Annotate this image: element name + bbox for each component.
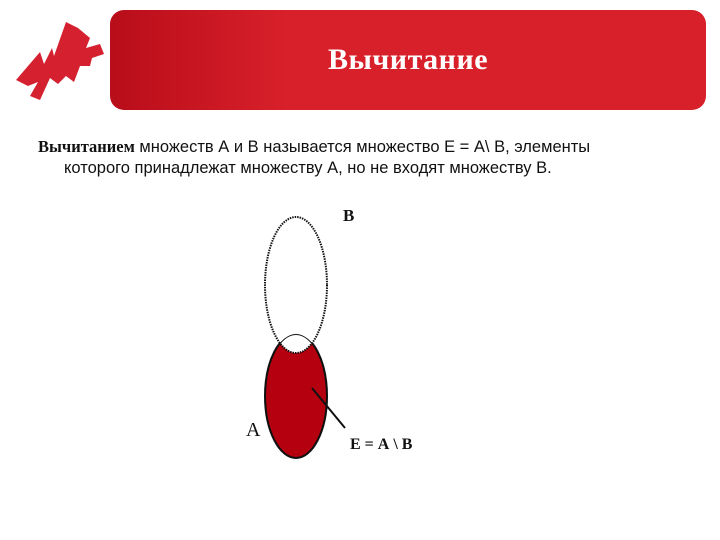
page-title: Вычитание: [327, 43, 489, 76]
set-b-label: В: [343, 206, 355, 225]
logo-icon: [16, 22, 104, 100]
definition-line1: множеств А и В называется множество Е = …: [134, 138, 591, 156]
pointer-line: [311, 387, 346, 429]
definition-text: Вычитанием множеств А и В называется мно…: [38, 136, 688, 179]
set-b-ellipse: [264, 216, 328, 354]
definition-line2: которого принадлежат множеству А, но не …: [64, 159, 552, 177]
result-label: Е = А \ В: [350, 436, 413, 453]
title-banner: Вычитание: [110, 10, 706, 110]
definition-term: Вычитанием: [38, 137, 135, 156]
set-a-label: А: [246, 419, 261, 441]
